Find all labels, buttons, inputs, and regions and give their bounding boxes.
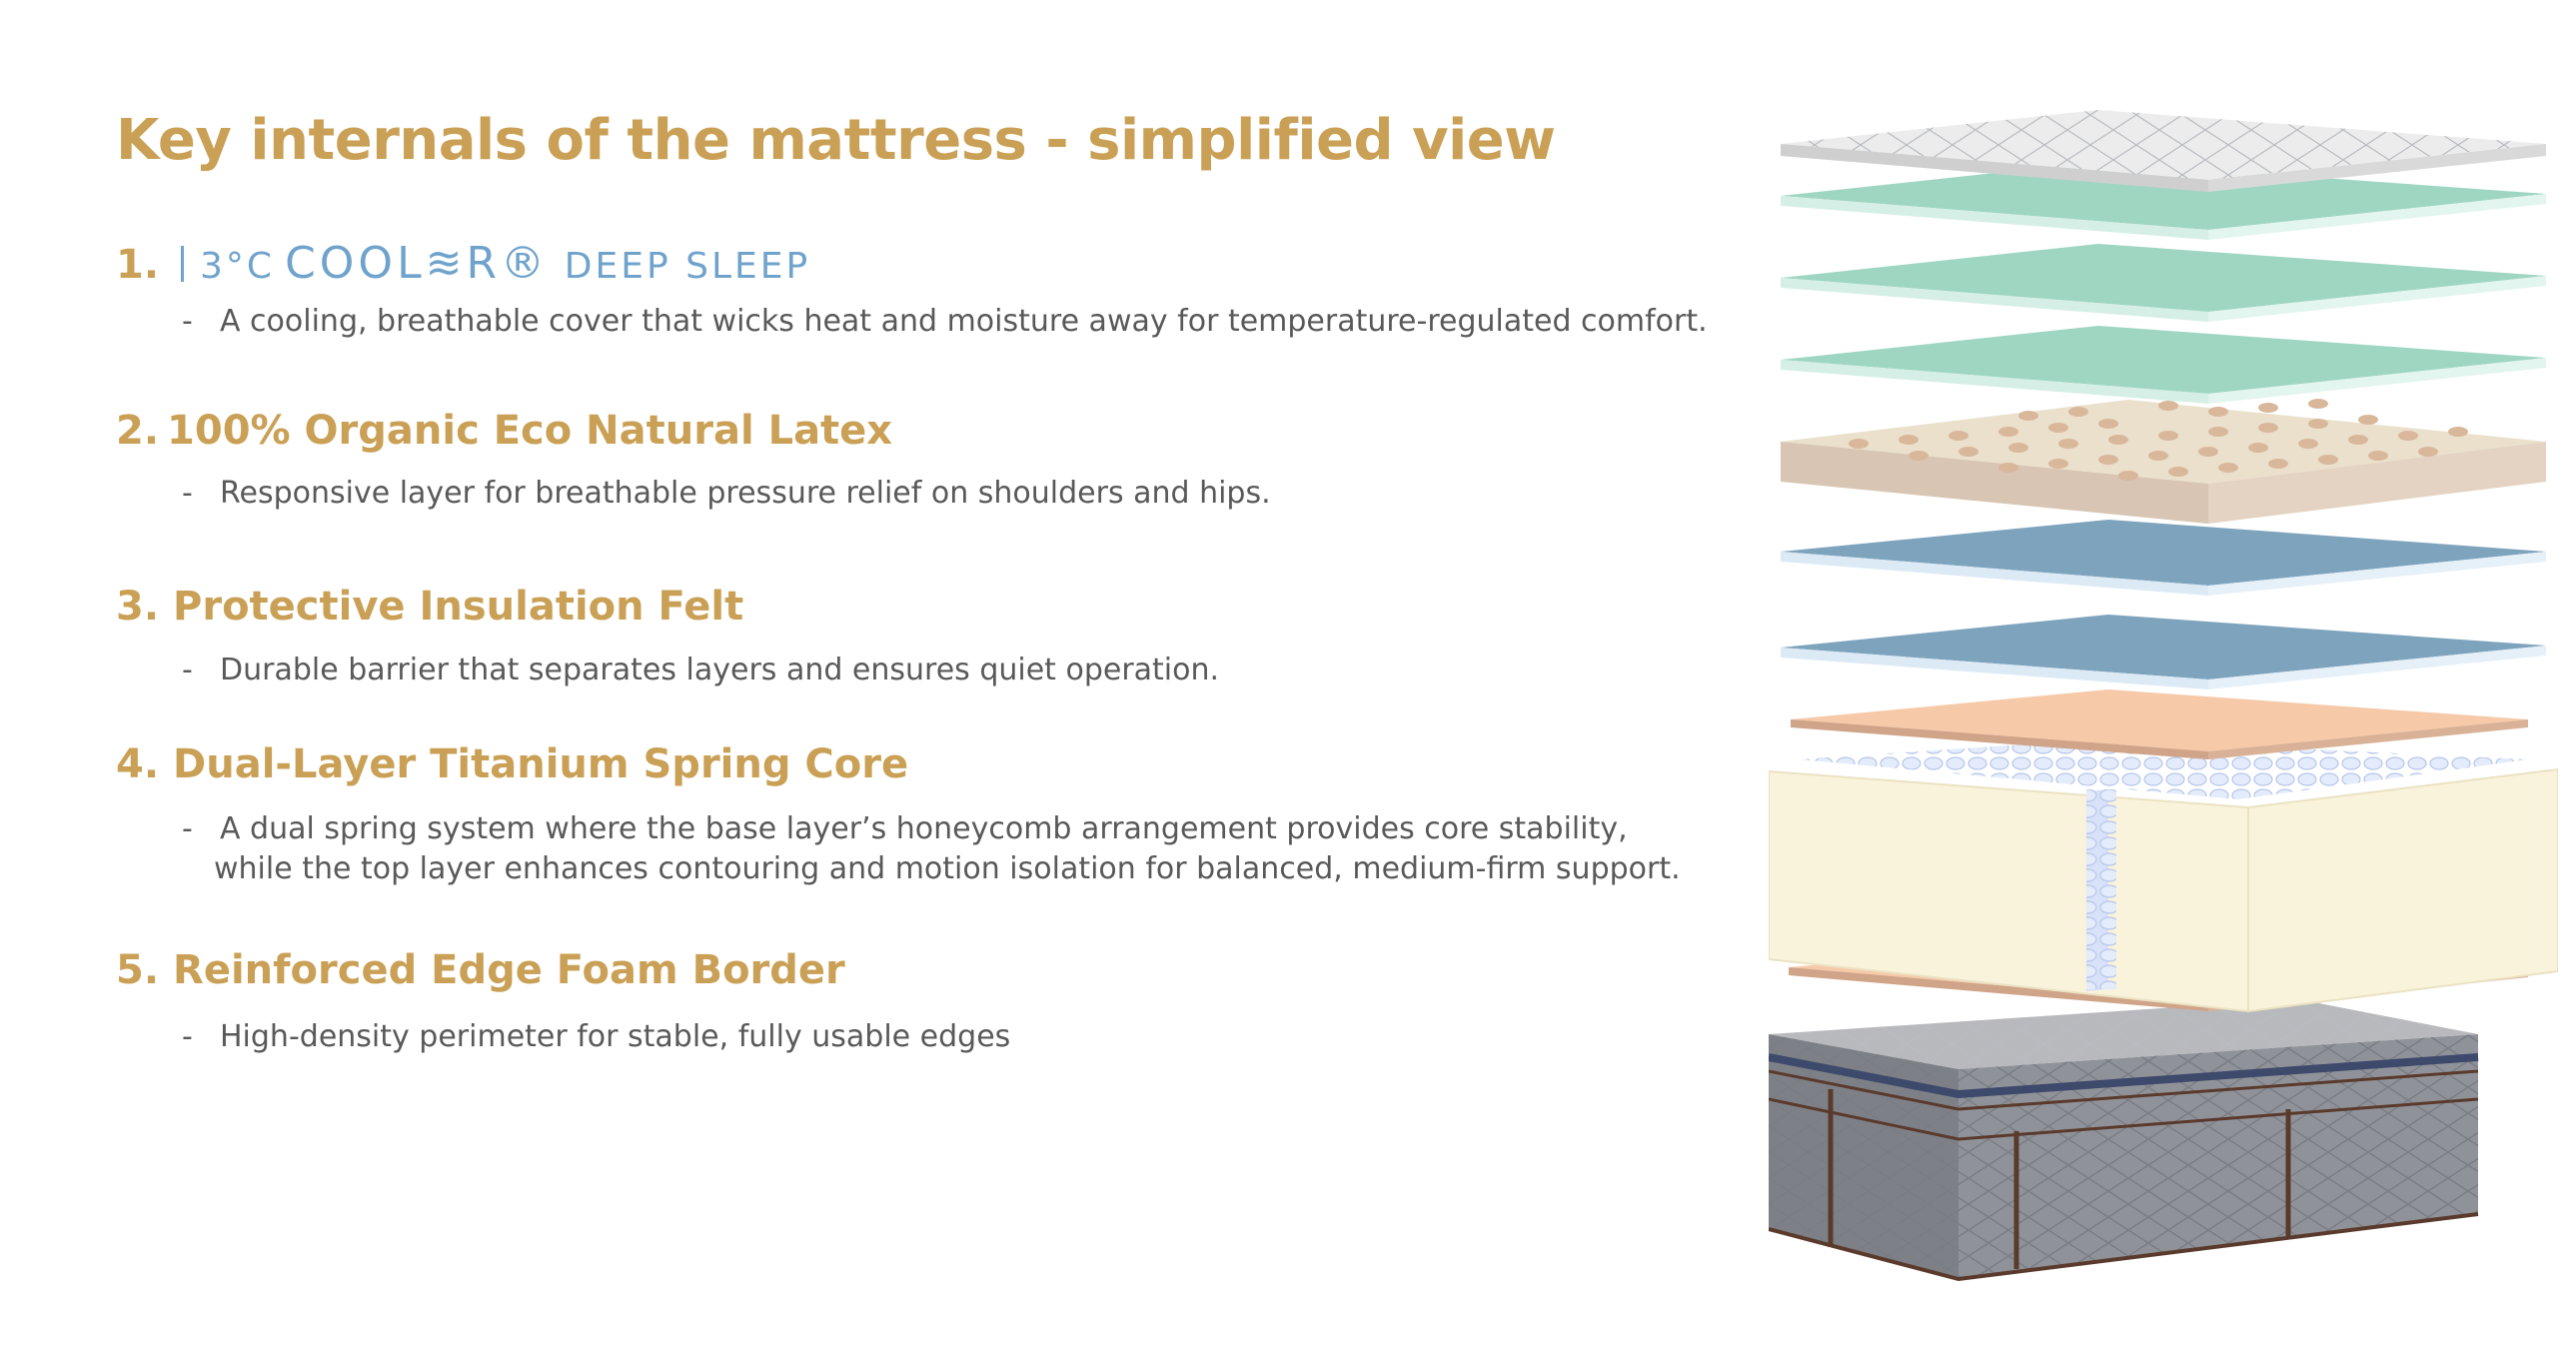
item-4-title: Dual-Layer Titanium Spring Core <box>173 741 909 787</box>
brand-name: COOL≋R® <box>285 238 550 289</box>
page-title: Key internals of the mattress - simplifi… <box>116 108 1556 173</box>
item-5-number: 5. <box>116 947 160 993</box>
brand-suffix: DEEP SLEEP <box>564 246 811 287</box>
bullet-dash: - <box>182 1019 193 1054</box>
upper-foam-pad <box>1791 689 2528 759</box>
base-mattress <box>1769 999 2479 1282</box>
item-2-number: 2. <box>116 408 160 454</box>
item-4-heading: 4. Dual-Layer Titanium Spring Core <box>116 741 908 787</box>
item-4-description-row: -A dual spring system where the base lay… <box>182 809 1681 889</box>
item-4-number: 4. <box>116 741 160 787</box>
item-5-title: Reinforced Edge Foam Border <box>173 947 845 993</box>
brand-divider <box>181 246 185 282</box>
top-cover-layer <box>1781 110 2546 192</box>
item-3-number: 3. <box>116 584 160 630</box>
item-5-description-row: -High-density perimeter for stable, full… <box>182 1017 1010 1057</box>
bullet-dash: - <box>182 304 193 339</box>
item-5-heading: 5. Reinforced Edge Foam Border <box>116 947 845 993</box>
item-4-description-line-2: while the top layer enhances contouring … <box>214 851 1681 886</box>
cooling-layers <box>1781 162 2546 404</box>
bullet-dash: - <box>182 476 193 511</box>
felt-layers <box>1781 520 2546 689</box>
bullet-dash: - <box>182 653 193 687</box>
item-2-heading: 2.100% Organic Eco Natural Latex <box>116 408 892 454</box>
item-3-title: Protective Insulation Felt <box>173 584 744 630</box>
item-1-description-row: -A cooling, breathable cover that wicks … <box>182 302 1708 342</box>
item-1-description: A cooling, breathable cover that wicks h… <box>220 304 1708 339</box>
item-2-title: 100% Organic Eco Natural Latex <box>167 408 893 454</box>
spring-core-layer <box>1769 739 2558 1013</box>
item-3-description-row: -Durable barrier that separates layers a… <box>182 651 1219 690</box>
item-3-description: Durable barrier that separates layers an… <box>220 653 1220 687</box>
item-1-number: 1. <box>116 242 160 288</box>
item-2-description: Responsive layer for breathable pressure… <box>220 476 1271 511</box>
item-3-heading: 3. Protective Insulation Felt <box>116 584 743 630</box>
latex-layer <box>1781 399 2546 524</box>
mattress-exploded-diagram <box>1769 110 2558 1282</box>
item-5-description: High-density perimeter for stable, fully… <box>220 1019 1011 1054</box>
item-2-description-row: -Responsive layer for breathable pressur… <box>182 474 1271 514</box>
item-4-description-line-1: A dual spring system where the base laye… <box>220 811 1628 846</box>
brand-prefix: 3°C <box>200 246 276 287</box>
bullet-dash: - <box>182 811 193 846</box>
